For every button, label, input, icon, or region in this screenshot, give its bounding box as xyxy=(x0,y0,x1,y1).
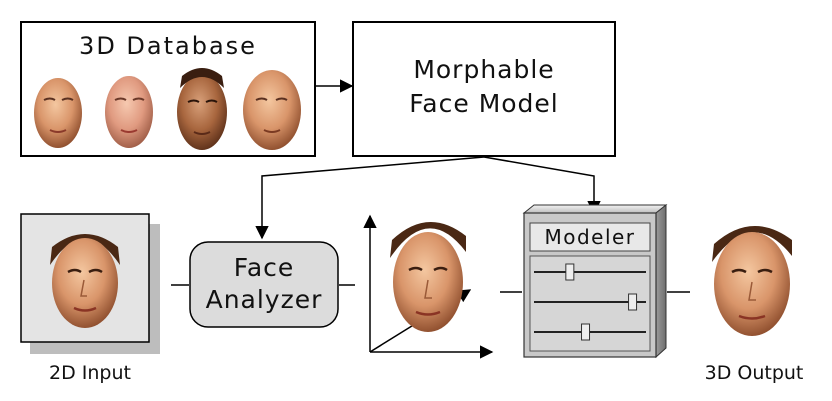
face-analyzer-box: Face Analyzer xyxy=(189,241,339,328)
modeler-sliders xyxy=(534,263,646,341)
slider-knob xyxy=(628,293,638,311)
input-image-frame xyxy=(20,213,160,354)
analyzer-label-line2: Analyzer xyxy=(206,285,323,314)
morphable-face-model-box: Morphable Face Model xyxy=(352,21,616,157)
database-face-icon xyxy=(243,70,301,150)
database-face-icon xyxy=(105,76,153,148)
database-title: 3D Database xyxy=(79,32,257,60)
arrow-model-to-modeler xyxy=(483,156,601,215)
input-face-icon xyxy=(50,234,120,328)
input-label: 2D Input xyxy=(49,362,131,384)
output-label: 3D Output xyxy=(705,362,804,384)
modeler-title: Modeler xyxy=(544,225,635,249)
database-box: 3D Database xyxy=(20,21,316,157)
fitted-face-icon xyxy=(390,221,466,332)
model-label-line1: Morphable xyxy=(413,55,554,84)
database-face-icon xyxy=(34,78,82,148)
slider-knob xyxy=(565,263,575,281)
analyzer-label-line1: Face xyxy=(234,253,295,282)
arrow-model-to-analyzer xyxy=(255,156,485,240)
output-face-icon xyxy=(712,225,792,336)
slider-knob xyxy=(581,323,591,341)
database-face-icon xyxy=(177,68,227,150)
model-label-line2: Face Model xyxy=(409,89,559,118)
modeler-box: Modeler xyxy=(522,203,668,359)
